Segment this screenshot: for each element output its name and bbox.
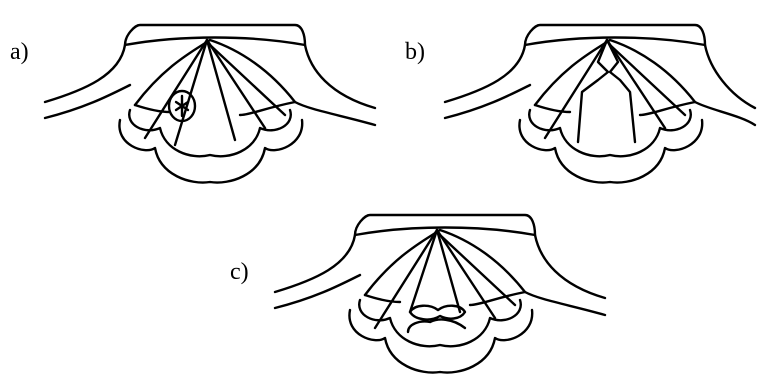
panel-b-svg: [440, 10, 760, 190]
panel-c-diagram: [270, 200, 610, 376]
panel-a-svg: [40, 10, 380, 190]
panel-b-label: b): [405, 40, 425, 64]
panel-b-diagram: [440, 10, 760, 190]
panel-a-diagram: [40, 10, 380, 190]
panel-c-label: c): [230, 260, 249, 284]
panel-c-svg: [270, 200, 610, 376]
panel-a-label: a): [10, 40, 29, 64]
